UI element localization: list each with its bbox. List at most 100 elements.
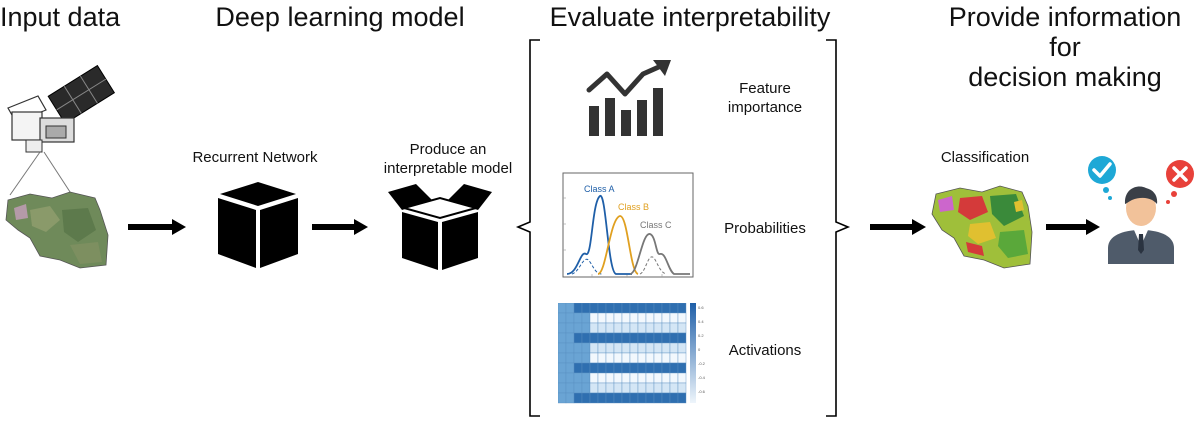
heatmap-cell [565, 322, 575, 334]
solar-panel [47, 64, 116, 125]
heatmap-cell [669, 372, 679, 384]
heatmap-cell [605, 392, 615, 404]
heatmap-cell [605, 302, 615, 314]
heatmap-cell [645, 312, 655, 324]
heatmap-cell [669, 302, 679, 314]
heatmap-cell [677, 352, 687, 364]
heatmap-cell [613, 372, 623, 384]
heatmap-cell [613, 342, 623, 354]
density-label-class-c: Class C [640, 220, 672, 230]
colorbar-tick-label: 0.2 [698, 333, 704, 338]
heatmap-cell [661, 312, 671, 324]
heatmap-cell [597, 342, 607, 354]
heatmap-cell [645, 352, 655, 364]
heatmap-cell [653, 392, 663, 404]
heatmap-cell [605, 352, 615, 364]
heatmap-cell [621, 322, 631, 334]
heatmap-cell [637, 382, 647, 394]
heatmap-cell [565, 332, 575, 344]
heatmap-cell [669, 332, 679, 344]
heatmap-cell [573, 302, 583, 314]
colorbar-tick-label: -0.6 [698, 389, 706, 394]
heatmap-cell [677, 372, 687, 384]
heatmap-cell [581, 342, 591, 354]
heatmap-cell [605, 322, 615, 334]
heatmap-cell [597, 312, 607, 324]
heatmap-cell [597, 362, 607, 374]
open-box-icon [380, 180, 500, 277]
heatmap-cell [669, 382, 679, 394]
heatmap-cell [597, 322, 607, 334]
heatmap-cell [565, 352, 575, 364]
heatmap-cell [629, 372, 639, 384]
heatmap-cell [621, 362, 631, 374]
heatmap-cell [653, 372, 663, 384]
heatmap-cell [613, 312, 623, 324]
heatmap-cell [669, 392, 679, 404]
heatmap-cell [645, 322, 655, 334]
heatmap-cell [565, 382, 575, 394]
heading-deep-learning-model: Deep learning model [215, 2, 465, 32]
heatmap-cell [645, 342, 655, 354]
heatmap-cell [589, 362, 599, 374]
heatmap-cell [573, 352, 583, 364]
heatmap-cell [589, 382, 599, 394]
heatmap-cell [613, 332, 623, 344]
heatmap-cell [645, 332, 655, 344]
heatmap-cell [581, 352, 591, 364]
heatmap-cell [621, 352, 631, 364]
heatmap-cell [589, 332, 599, 344]
heatmap-cell [629, 382, 639, 394]
heatmap-cell [629, 362, 639, 374]
heatmap-cell [605, 312, 615, 324]
label-produce-line-2: interpretable model [383, 160, 513, 177]
density-curve-class-c [629, 233, 690, 275]
heatmap-cell [645, 362, 655, 374]
heatmap-cell [613, 362, 623, 374]
label-probabilities: Probabilities [724, 220, 806, 237]
heatmap-cell [677, 312, 687, 324]
heatmap-cell [653, 352, 663, 364]
label-feature-line-1: Feature [739, 80, 791, 97]
heatmap-cell [573, 342, 583, 354]
heatmap-cell [557, 322, 567, 334]
colorbar-tick-label: -0.4 [698, 375, 706, 380]
heatmap-cell [661, 322, 671, 334]
heatmap-cell [589, 392, 599, 404]
label-produce-line-1: Produce an [409, 141, 487, 158]
heatmap-cell [573, 362, 583, 374]
heatmap-cell [629, 392, 639, 404]
heatmap-cell [661, 332, 671, 344]
heatmap-cell [629, 312, 639, 324]
heatmap-cell [589, 352, 599, 364]
heatmap-cell [581, 362, 591, 374]
heading-input-data: Input data [0, 2, 121, 32]
heatmap-cell [573, 312, 583, 324]
heatmap-cell [597, 382, 607, 394]
label-recurrent-network: Recurrent Network [192, 149, 318, 166]
heatmap-cell [581, 372, 591, 384]
heatmap-cell [605, 332, 615, 344]
heatmap-cell [557, 352, 567, 364]
density-curve-class-a [566, 195, 632, 275]
heatmap-cell [613, 382, 623, 394]
heatmap-cell [637, 352, 647, 364]
heatmap-cell [557, 382, 567, 394]
heading-provide-line-3: decision making [968, 62, 1162, 92]
heatmap-cell [629, 352, 639, 364]
heatmap-cell [621, 392, 631, 404]
heatmap-cell [661, 362, 671, 374]
check-icon [1088, 156, 1116, 184]
left-bracket [515, 39, 540, 417]
heatmap-cell [629, 342, 639, 354]
heading-provide-information: Provide information for decision making [945, 2, 1185, 92]
label-activations: Activations [728, 342, 802, 359]
heatmap-cell [605, 372, 615, 384]
heatmap-colorbar [690, 303, 696, 403]
heatmap-cell [637, 342, 647, 354]
heatmap-cell [653, 342, 663, 354]
heatmap-cell [597, 392, 607, 404]
heatmap-cell [677, 362, 687, 374]
